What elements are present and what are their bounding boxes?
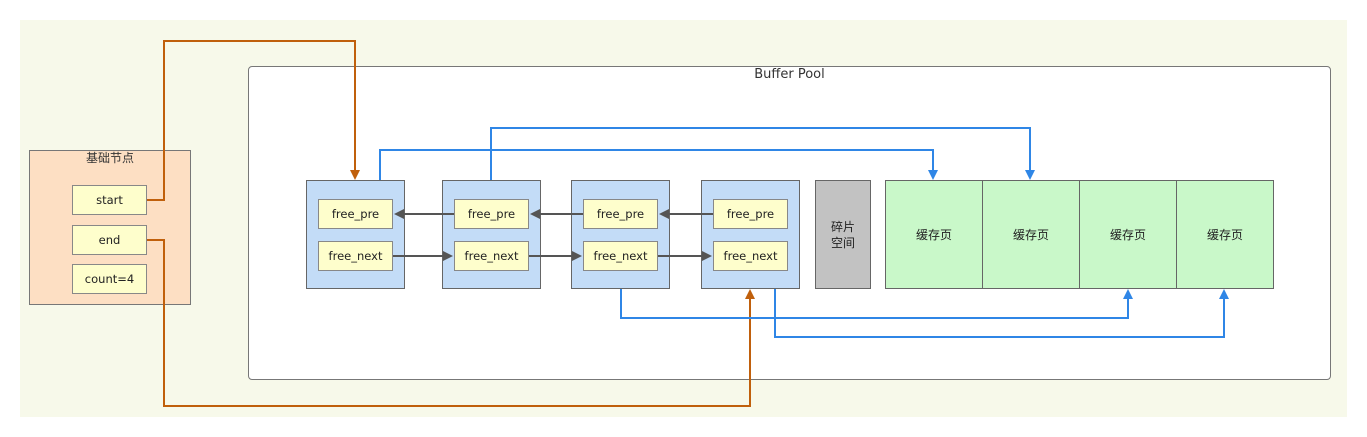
control-block-4 (701, 180, 800, 289)
base-field-start: start (72, 185, 147, 215)
control-block-2 (442, 180, 541, 289)
control-block-4-free-pre: free_pre (713, 199, 788, 229)
buffer-pool-title: Buffer Pool (754, 67, 825, 82)
base-node-title: 基础节点 (85, 151, 134, 165)
control-block-3-free-next: free_next (583, 241, 658, 271)
base-field-end: end (72, 225, 147, 255)
cache-page-3: 缓存页 (1079, 180, 1177, 289)
cache-page-4: 缓存页 (1176, 180, 1274, 289)
control-block-1 (306, 180, 405, 289)
control-block-1-free-next: free_next (318, 241, 393, 271)
fragment-space: 碎片 空间 (815, 180, 871, 289)
control-block-3-free-pre: free_pre (583, 199, 658, 229)
cache-page-1: 缓存页 (885, 180, 983, 289)
base-field-count: count=4 (72, 264, 147, 294)
cache-page-2: 缓存页 (982, 180, 1080, 289)
control-block-2-free-next: free_next (454, 241, 529, 271)
control-block-4-free-next: free_next (713, 241, 788, 271)
control-block-2-free-pre: free_pre (454, 199, 529, 229)
control-block-1-free-pre: free_pre (318, 199, 393, 229)
control-block-3 (571, 180, 670, 289)
